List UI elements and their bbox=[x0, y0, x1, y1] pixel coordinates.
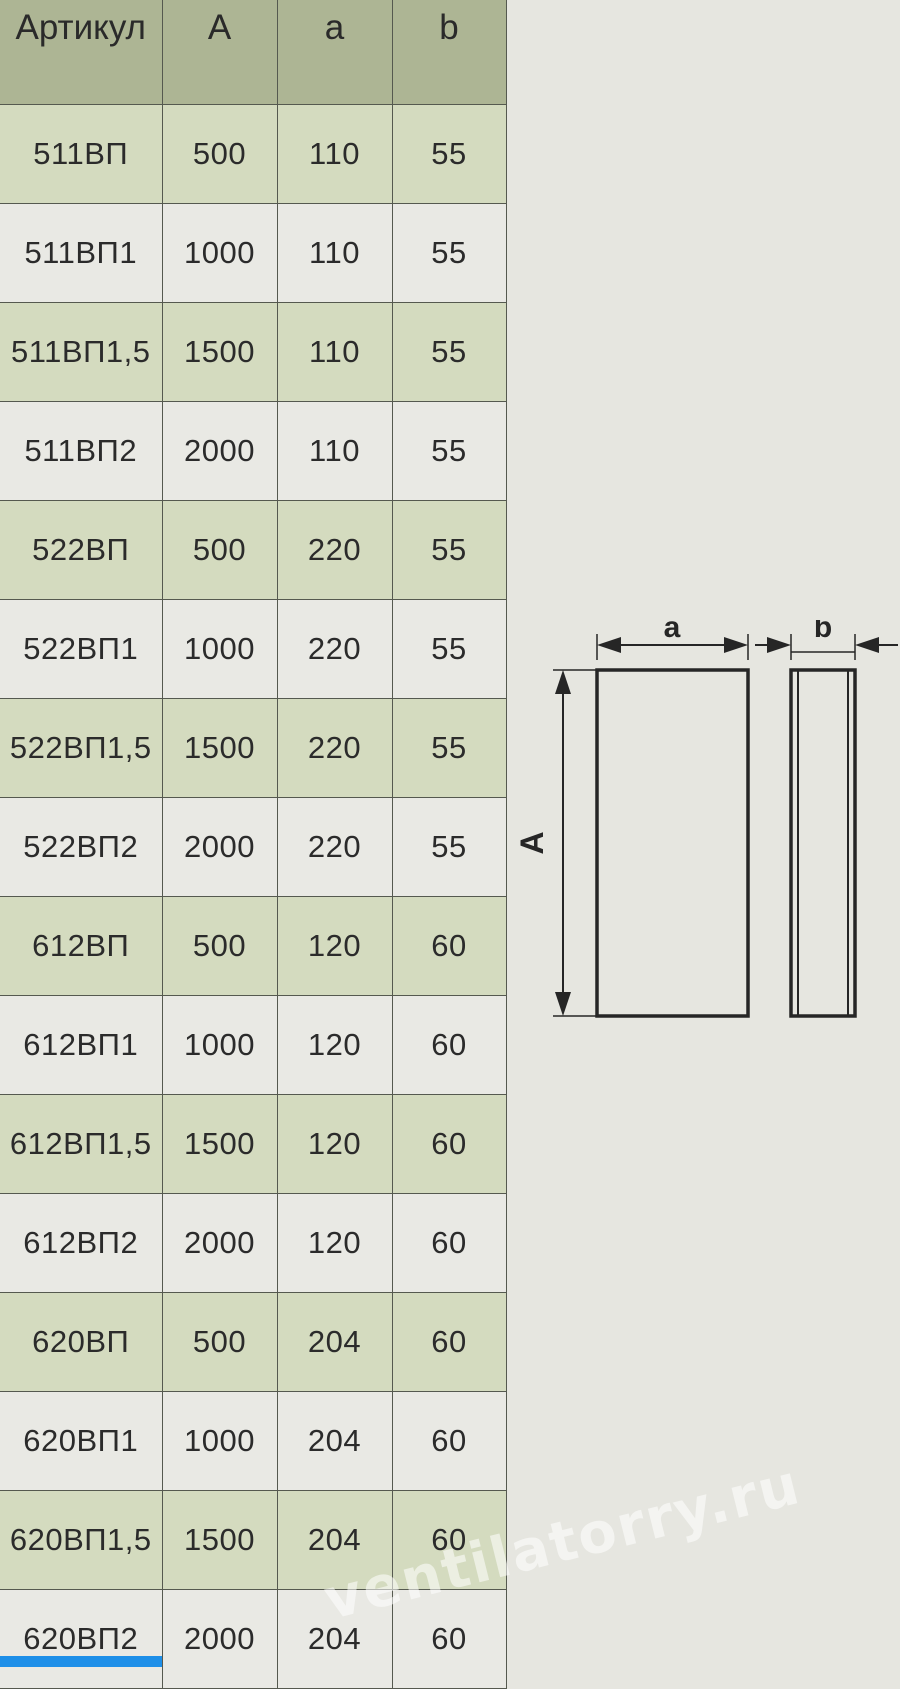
header-length-A: A bbox=[162, 0, 278, 105]
cell-length-A: 500 bbox=[162, 104, 278, 204]
cell-article: 522ВП1 bbox=[0, 599, 163, 699]
cell-length-A: 2000 bbox=[162, 1589, 278, 1689]
header-width-a: a bbox=[277, 0, 393, 105]
cell-width-a: 220 bbox=[277, 698, 393, 798]
cell-depth-b: 60 bbox=[392, 1292, 507, 1392]
cell-depth-b: 60 bbox=[392, 1391, 507, 1491]
header-depth-b: b bbox=[392, 0, 507, 105]
cell-length-A: 2000 bbox=[162, 401, 278, 501]
cell-depth-b: 55 bbox=[392, 401, 507, 501]
dimension-diagram: a b A bbox=[515, 620, 898, 1018]
cell-width-a: 110 bbox=[277, 104, 393, 204]
dimension-a bbox=[596, 634, 749, 660]
cell-article: 522ВП1,5 bbox=[0, 698, 163, 798]
header-row: Артикул A a b bbox=[0, 0, 507, 105]
cell-width-a: 204 bbox=[277, 1292, 393, 1392]
cell-article: 620ВП1,5 bbox=[0, 1490, 163, 1590]
label-b: b bbox=[814, 620, 832, 644]
front-view bbox=[595, 668, 750, 1018]
cell-article: 511ВП bbox=[0, 104, 163, 204]
cell-depth-b: 60 bbox=[392, 995, 507, 1095]
cell-length-A: 1000 bbox=[162, 1391, 278, 1491]
cell-depth-b: 55 bbox=[392, 104, 507, 204]
cell-width-a: 204 bbox=[277, 1490, 393, 1590]
cell-width-a: 204 bbox=[277, 1391, 393, 1491]
cell-length-A: 500 bbox=[162, 1292, 278, 1392]
cell-length-A: 1500 bbox=[162, 302, 278, 402]
cell-article: 511ВП2 bbox=[0, 401, 163, 501]
cell-length-A: 1500 bbox=[162, 1094, 278, 1194]
cell-width-a: 120 bbox=[277, 995, 393, 1095]
cell-width-a: 120 bbox=[277, 1094, 393, 1194]
cell-length-A: 2000 bbox=[162, 1193, 278, 1293]
cell-article: 612ВП1 bbox=[0, 995, 163, 1095]
label-A: A bbox=[515, 831, 550, 854]
cell-length-A: 500 bbox=[162, 500, 278, 600]
cell-width-a: 120 bbox=[277, 896, 393, 996]
cell-article: 612ВП bbox=[0, 896, 163, 996]
cell-article: 522ВП2 bbox=[0, 797, 163, 897]
cell-depth-b: 55 bbox=[392, 599, 507, 699]
cell-width-a: 120 bbox=[277, 1193, 393, 1293]
cell-article: 620ВП1 bbox=[0, 1391, 163, 1491]
cell-width-a: 110 bbox=[277, 203, 393, 303]
cell-depth-b: 55 bbox=[392, 203, 507, 303]
cell-length-A: 1000 bbox=[162, 995, 278, 1095]
cell-width-a: 220 bbox=[277, 599, 393, 699]
cell-width-a: 110 bbox=[277, 401, 393, 501]
cell-depth-b: 60 bbox=[392, 1193, 507, 1293]
cell-length-A: 1500 bbox=[162, 1490, 278, 1590]
cell-article: 511ВП1,5 bbox=[0, 302, 163, 402]
cell-length-A: 1500 bbox=[162, 698, 278, 798]
scroll-indicator bbox=[0, 1656, 162, 1667]
cell-article: 620ВП bbox=[0, 1292, 163, 1392]
header-article: Артикул bbox=[0, 0, 163, 105]
cell-length-A: 1000 bbox=[162, 203, 278, 303]
cell-article: 612ВП1,5 bbox=[0, 1094, 163, 1194]
cell-depth-b: 55 bbox=[392, 797, 507, 897]
cell-depth-b: 55 bbox=[392, 500, 507, 600]
cell-depth-b: 60 bbox=[392, 1490, 507, 1590]
label-a: a bbox=[664, 620, 681, 644]
dimension-b bbox=[755, 634, 898, 660]
cell-depth-b: 55 bbox=[392, 698, 507, 798]
cell-length-A: 500 bbox=[162, 896, 278, 996]
dimension-A bbox=[553, 669, 597, 1017]
cell-length-A: 1000 bbox=[162, 599, 278, 699]
cell-width-a: 110 bbox=[277, 302, 393, 402]
cell-depth-b: 60 bbox=[392, 896, 507, 996]
side-view bbox=[789, 668, 857, 1018]
cell-width-a: 220 bbox=[277, 500, 393, 600]
cell-length-A: 2000 bbox=[162, 797, 278, 897]
cell-article: 620ВП2 bbox=[0, 1589, 163, 1689]
cell-width-a: 220 bbox=[277, 797, 393, 897]
cell-depth-b: 60 bbox=[392, 1094, 507, 1194]
cell-article: 511ВП1 bbox=[0, 203, 163, 303]
cell-article: 612ВП2 bbox=[0, 1193, 163, 1293]
cell-article: 522ВП bbox=[0, 500, 163, 600]
cell-depth-b: 55 bbox=[392, 302, 507, 402]
